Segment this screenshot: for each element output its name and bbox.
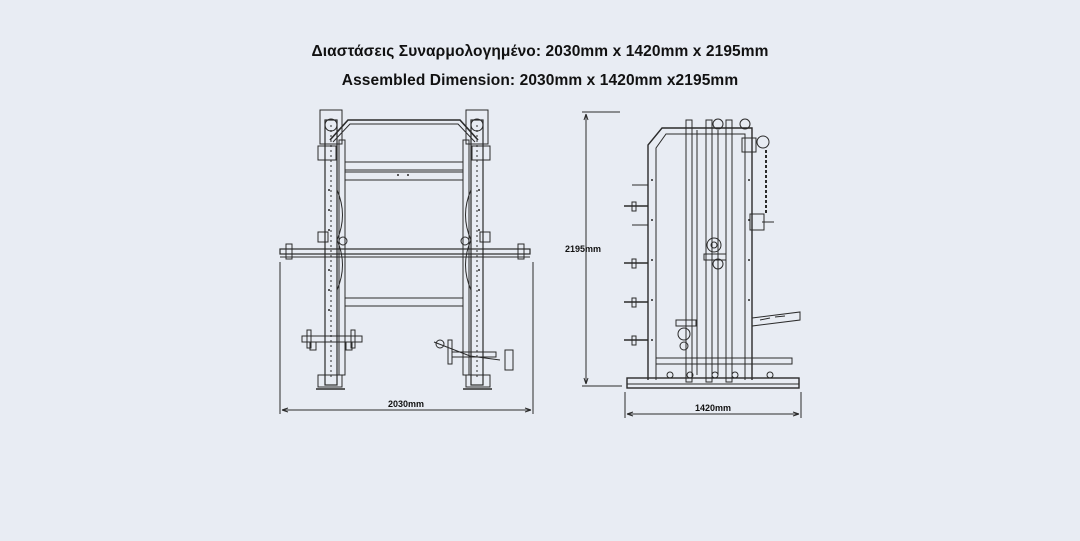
- depth-label: 1420mm: [695, 403, 731, 413]
- front-view: [279, 109, 531, 390]
- height-dimension: 2195mm: [565, 111, 622, 387]
- depth-dimension: 1420mm: [624, 392, 802, 418]
- height-label: 2195mm: [565, 244, 601, 254]
- title-greek: Διαστάσεις Συναρμολογημένο: 2030mm x 142…: [311, 43, 769, 60]
- title-english: Assembled Dimension: 2030mm x 1420mm x21…: [341, 72, 739, 89]
- side-view: [624, 118, 801, 389]
- width-dimension: 2030mm: [279, 262, 534, 414]
- width-label: 2030mm: [388, 399, 424, 409]
